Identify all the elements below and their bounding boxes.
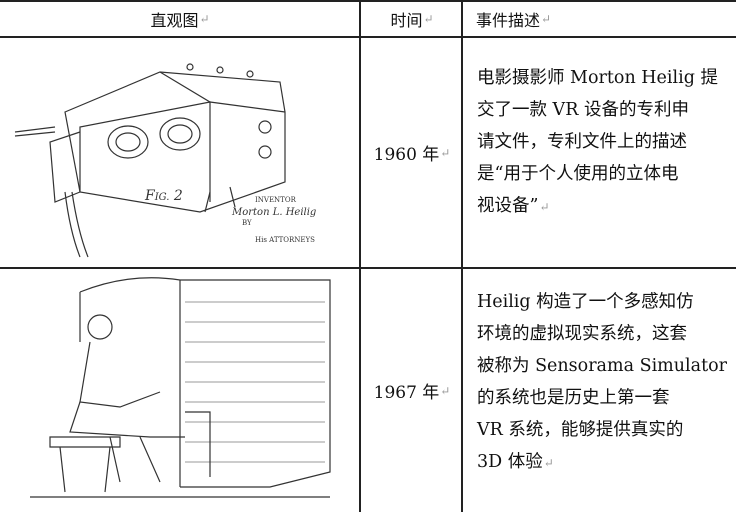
- return-mark: ↵: [423, 12, 434, 26]
- patent-figure-sensorama: [30, 277, 331, 498]
- figure-label: Morton L. Heilig: [231, 207, 316, 218]
- year-text: 1967 年: [373, 383, 440, 403]
- header-label: 事件描述: [476, 11, 541, 30]
- description-cell: 电影摄影师 Morton Heilig 提 交了一款 VR 设备的专利申 请文件…: [463, 62, 736, 222]
- return-mark: ↵: [199, 12, 210, 26]
- header-time: 时间↵: [362, 2, 462, 36]
- description-line: 环境的虚拟现实系统，这套: [477, 324, 687, 344]
- description-line: 被称为 Sensorama Simulator: [477, 356, 727, 376]
- header-label: 直观图: [150, 11, 199, 30]
- description-line: 交了一款 VR 设备的专利申: [477, 100, 689, 120]
- column-divider: [359, 0, 361, 512]
- description-line: Heilig 构造了一个多感知仿: [477, 292, 694, 312]
- year-cell: 1960 年↵: [362, 38, 462, 267]
- header-figure: 直观图↵: [0, 2, 360, 36]
- patent-figure-viewer: FIG. 2 INVENTOR Morton L. Heilig BY His …: [14, 63, 316, 258]
- table-border: [0, 0, 736, 2]
- return-mark: ↵: [541, 12, 552, 26]
- figure-label: FIG. 2: [144, 188, 183, 204]
- description-line: 请文件，专利文件上的描述: [477, 132, 687, 152]
- table-divider: [0, 36, 736, 38]
- header-label: 时间: [390, 11, 423, 30]
- return-mark: ↵: [440, 145, 451, 160]
- return-mark: ↵: [543, 456, 554, 470]
- figure-label: INVENTOR: [255, 196, 297, 204]
- description-line: 是“用于个人使用的立体电: [477, 164, 679, 184]
- figure-label: BY: [242, 219, 252, 227]
- year-text: 1960 年: [373, 145, 440, 165]
- column-divider: [461, 0, 463, 512]
- table-divider: [0, 267, 736, 269]
- year-cell: 1967 年↵: [362, 269, 462, 512]
- description-line: VR 系统，能够提供真实的: [477, 420, 684, 440]
- description-line: 视设备”: [477, 196, 539, 216]
- description-line: 电影摄影师 Morton Heilig 提: [477, 68, 718, 88]
- return-mark: ↵: [539, 200, 550, 214]
- header-description: 事件描述↵: [476, 2, 726, 36]
- description-cell: Heilig 构造了一个多感知仿 环境的虚拟现实系统，这套 被称为 Sensor…: [463, 286, 736, 478]
- figure-label: His ATTORNEYS: [255, 236, 315, 244]
- description-line: 的系统也是历史上第一套: [477, 388, 670, 408]
- description-line: 3D 体验: [477, 452, 543, 472]
- return-mark: ↵: [440, 383, 451, 398]
